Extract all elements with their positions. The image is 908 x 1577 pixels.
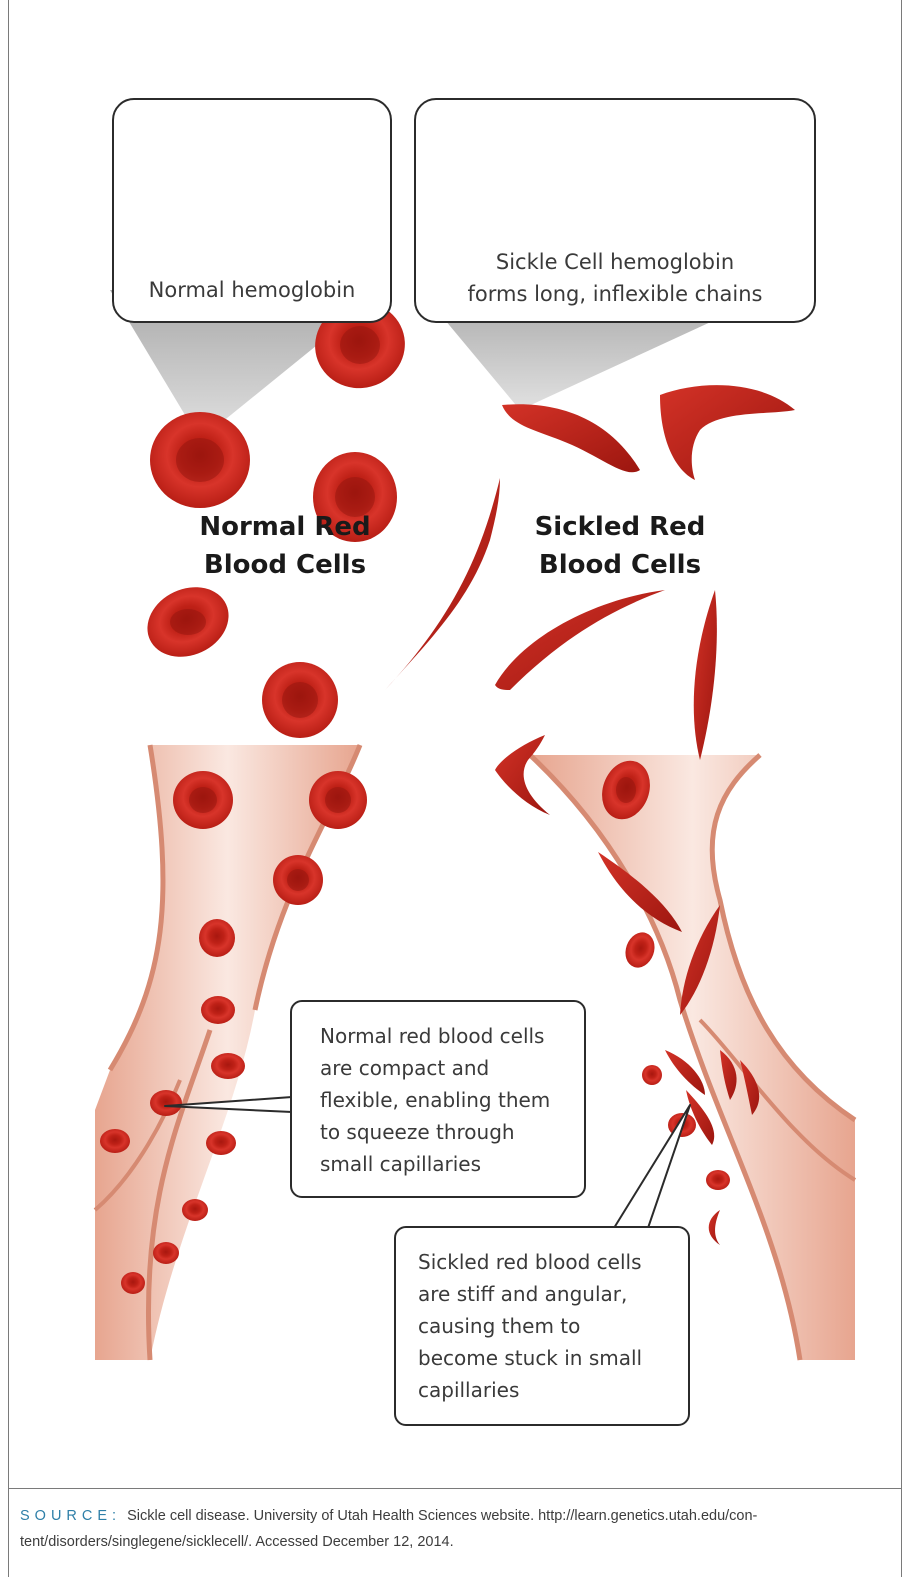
normal-cells-note-callout: Normal red blood cells are compact and f…	[290, 1000, 586, 1198]
normal-cell	[642, 1065, 662, 1085]
normal-cell	[199, 919, 235, 957]
sickled-cells-label: Sickled Red Blood Cells	[500, 508, 740, 584]
sickled-cells-note-line: capillaries	[418, 1374, 688, 1406]
normal-cell	[621, 928, 660, 971]
normal-cells-note-line: are compact and	[320, 1052, 584, 1084]
sickle-cell	[495, 590, 665, 690]
sickle-cell	[694, 590, 717, 760]
sickled-cells-note-callout: Sickled red blood cells are stiff and an…	[394, 1226, 690, 1426]
normal-cell	[206, 1131, 236, 1155]
sickle-hemoglobin-callout: Sickle Cell hemoglobin forms long, infle…	[414, 98, 816, 323]
normal-cells-note-line: flexible, enabling them	[320, 1084, 584, 1116]
sickle-cell	[709, 1210, 720, 1245]
normal-hemoglobin-label: Normal hemoglobin	[114, 278, 390, 302]
normal-hemoglobin-callout: Normal hemoglobin	[112, 98, 392, 323]
normal-cells-note-line: to squeeze through	[320, 1116, 584, 1148]
sickled-cells-label-line-1: Sickled Red	[500, 508, 740, 546]
sickle-cell	[495, 735, 550, 815]
normal-cells-label-line-1: Normal Red	[165, 508, 405, 546]
sickled-cells-note-line: causing them to	[418, 1310, 688, 1342]
source-text: Sickle cell disease. University of Utah …	[20, 1508, 757, 1550]
source-citation: SOURCE: Sickle cell disease. University …	[20, 1503, 890, 1555]
normal-cell	[201, 996, 235, 1024]
sickled-cells-note-line: are stiff and angular,	[418, 1278, 688, 1310]
source-divider	[8, 1488, 902, 1489]
normal-cells-note-line: small capillaries	[320, 1148, 584, 1180]
normal-cells-label: Normal Red Blood Cells	[165, 508, 405, 584]
sickle-cell	[502, 404, 640, 472]
sickle-hemoglobin-line-1: Sickle Cell hemoglobin	[416, 250, 814, 274]
normal-cell	[100, 1129, 130, 1153]
sickled-cells-note-line: Sickled red blood cells	[418, 1246, 688, 1278]
sickle-hemoglobin-line-2: forms long, inflexible chains	[416, 282, 814, 306]
sickle-cell	[660, 385, 795, 480]
source-key: SOURCE:	[20, 1508, 121, 1524]
normal-cell	[706, 1170, 730, 1190]
normal-cells-note-line: Normal red blood cells	[320, 1020, 584, 1052]
sickled-cells-note-line: become stuck in small	[418, 1342, 688, 1374]
sickled-cells-pointer	[614, 1105, 690, 1228]
normal-cell	[150, 1090, 182, 1116]
normal-cells-label-line-2: Blood Cells	[165, 546, 405, 584]
normal-cell	[182, 1199, 208, 1221]
normal-cell	[121, 1272, 145, 1294]
normal-cell	[211, 1053, 245, 1079]
normal-cell	[153, 1242, 179, 1264]
sickled-cells-label-line-2: Blood Cells	[500, 546, 740, 584]
